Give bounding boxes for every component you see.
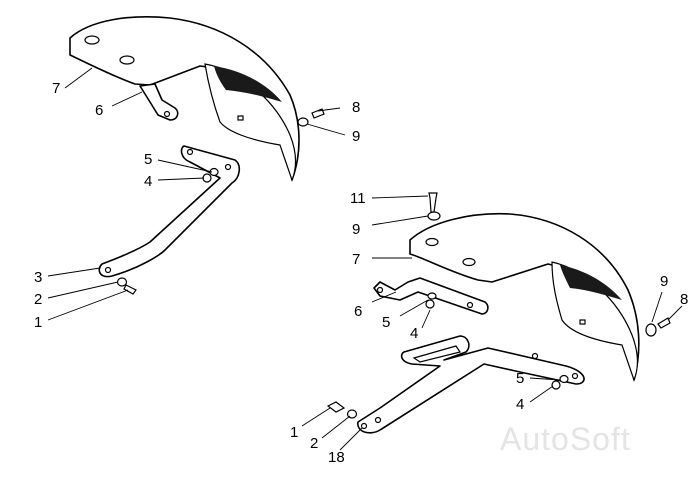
leader-left-7 [64,67,93,89]
left-washer-9 [297,117,309,127]
leader-right-5a [399,299,429,317]
leader-right-11 [371,195,429,199]
label-right-4b: 4 [516,396,524,413]
right-bolt-1 [326,401,346,413]
right-fender-slot [579,319,586,325]
right-fender-shadow [560,265,622,300]
label-right-8: 8 [680,291,688,308]
leader-right-5b [529,377,561,381]
right-bolt-11 [428,192,438,213]
right-arm-hole-1 [531,352,539,360]
leader-right-1 [301,407,331,427]
right-bracket-6-hole-2 [466,301,474,309]
leader-left-2 [47,281,119,299]
leader-right-4a [421,309,431,329]
right-nut-4-upper [425,299,435,309]
right-arm-hole-4 [374,416,382,424]
left-nut-4 [202,173,212,183]
right-washer-9-side [645,323,657,337]
left-arm-hole-mid [224,163,232,171]
left-bracket-6 [139,83,179,121]
leader-left-6 [111,91,143,107]
right-arm-hole-2 [571,372,579,380]
label-left-8: 8 [352,99,360,116]
leader-left-3 [47,267,101,277]
label-right-4a: 4 [410,325,418,342]
leader-left-1 [47,289,129,321]
label-left-6: 6 [95,102,103,119]
left-fender-mount-hole-1 [84,35,100,45]
label-right-1: 1 [290,424,298,441]
leader-right-2 [321,415,351,439]
leader-left-5 [157,159,213,173]
left-support-arm-3 [98,145,241,278]
leader-left-4 [157,177,205,181]
label-left-1: 1 [34,314,42,331]
leader-left-8 [317,107,341,112]
label-right-11: 11 [350,190,366,207]
left-arm-hole-bottom [104,266,112,274]
label-left-9: 9 [352,128,360,145]
right-arm-footrest-loop [412,345,461,363]
leader-right-9b [651,291,663,323]
left-arm-hole-top [186,148,194,156]
label-right-7: 7 [352,251,360,268]
left-fender-shadow [214,66,282,102]
right-support-arm-18 [357,335,585,434]
left-bolt-8 [311,108,325,119]
right-bolt-8 [657,317,671,329]
label-left-3: 3 [34,269,42,286]
right-arm-hole-3 [360,422,368,430]
leader-right-8 [667,305,683,321]
right-nut-4-lower [551,380,561,390]
label-left-7: 7 [52,80,60,97]
label-right-18: 18 [328,449,345,466]
left-washer-2 [116,277,128,287]
leader-right-9a [371,215,429,226]
label-left-5: 5 [144,151,152,168]
right-washer-9-top [427,211,441,221]
label-right-9a: 9 [352,221,360,238]
label-right-5b: 5 [516,370,524,387]
right-bracket-6-hole-1 [376,286,384,294]
label-left-2: 2 [34,291,42,308]
label-right-2: 2 [310,435,318,452]
watermark: AutoSoft [500,421,631,457]
leader-left-9 [306,123,346,136]
right-fender-inner-face [551,261,639,382]
leader-right-18 [339,427,363,451]
label-right-6: 6 [354,303,362,320]
label-right-5a: 5 [382,314,390,331]
label-left-4: 4 [144,173,152,190]
left-bracket-6-hole [163,110,171,118]
right-fender-mount-hole-1 [425,237,439,247]
right-washer-5-upper [427,292,437,300]
leader-right-4b [529,385,554,403]
left-fender-slot [237,115,244,121]
label-right-9b: 9 [660,273,668,290]
left-bolt-1 [123,284,137,295]
right-fender-mount-hole-2 [462,257,476,267]
leader-right-6 [371,291,397,303]
left-fender-assembly: 7 6 8 9 5 4 3 2 1 [34,16,360,331]
right-washer-5-lower [559,374,569,384]
right-fender-assembly: 11 9 7 6 5 4 9 8 5 4 1 2 18 [290,190,688,466]
left-fender-mount-hole-2 [119,55,135,65]
